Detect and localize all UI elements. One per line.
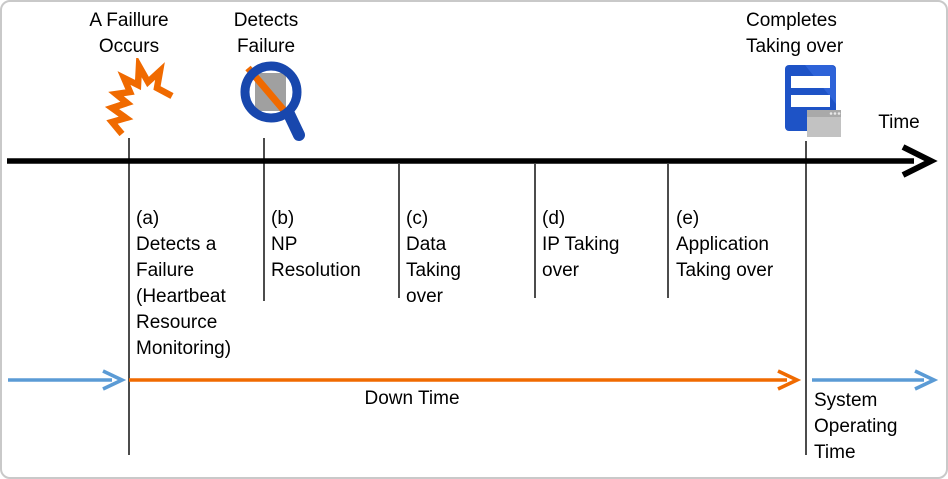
server-slot-bottom: [791, 95, 830, 107]
phase-c: (c) Data Taking over: [406, 206, 526, 310]
magnifier-ring: [240, 61, 302, 123]
spark-zigzag: [104, 58, 174, 137]
event-title-detects-failure: Detects Failure: [233, 10, 299, 57]
down-time-arrowhead-icon: [777, 369, 802, 391]
phase-d: (d) IP Taking over: [542, 206, 662, 284]
system-operating-time-label: System Operating Time: [814, 390, 898, 463]
time-axis-label: Time: [878, 112, 920, 133]
operating-after-arrowhead-icon: [914, 369, 939, 391]
event-title-completes-takeover: Completes Taking over: [746, 10, 844, 57]
failure-spark-icon: [104, 58, 174, 137]
window-dot-2: [833, 112, 837, 115]
phase-b-label: NP Resolution: [271, 234, 361, 281]
phase-b: (b) NP Resolution: [271, 206, 391, 284]
operating-before-arrowhead-icon: [102, 369, 127, 391]
window-dot-3: [837, 112, 841, 115]
server-slot-top: [791, 76, 830, 88]
phase-a-id: (a): [136, 208, 160, 229]
phase-e: (e) Application Taking over: [676, 206, 801, 284]
window-dot-1: [829, 112, 833, 115]
phase-d-id: (d): [542, 208, 566, 229]
server-takeover-icon: [785, 65, 841, 137]
down-time-label: Down Time: [364, 388, 460, 409]
phase-c-label: Data Taking over: [406, 234, 461, 307]
phase-a: (a) Detects a Failure (Heartbeat Resourc…: [136, 206, 261, 362]
phase-b-id: (b): [271, 208, 295, 229]
phase-a-label: Detects a Failure (Heartbeat Resource Mo…: [136, 234, 232, 359]
detect-failure-magnifier-icon: [240, 61, 305, 141]
magnifier-handle: [283, 108, 305, 141]
phase-e-id: (e): [676, 208, 700, 229]
phase-c-id: (c): [406, 208, 429, 229]
time-axis-arrowhead-icon: [901, 144, 938, 178]
phase-d-label: IP Taking over: [542, 234, 620, 281]
application-window-titlebar: [807, 110, 841, 117]
phase-e-label: Application Taking over: [676, 234, 774, 281]
event-title-failure-occurs: A Faillure Occurs: [89, 10, 169, 57]
